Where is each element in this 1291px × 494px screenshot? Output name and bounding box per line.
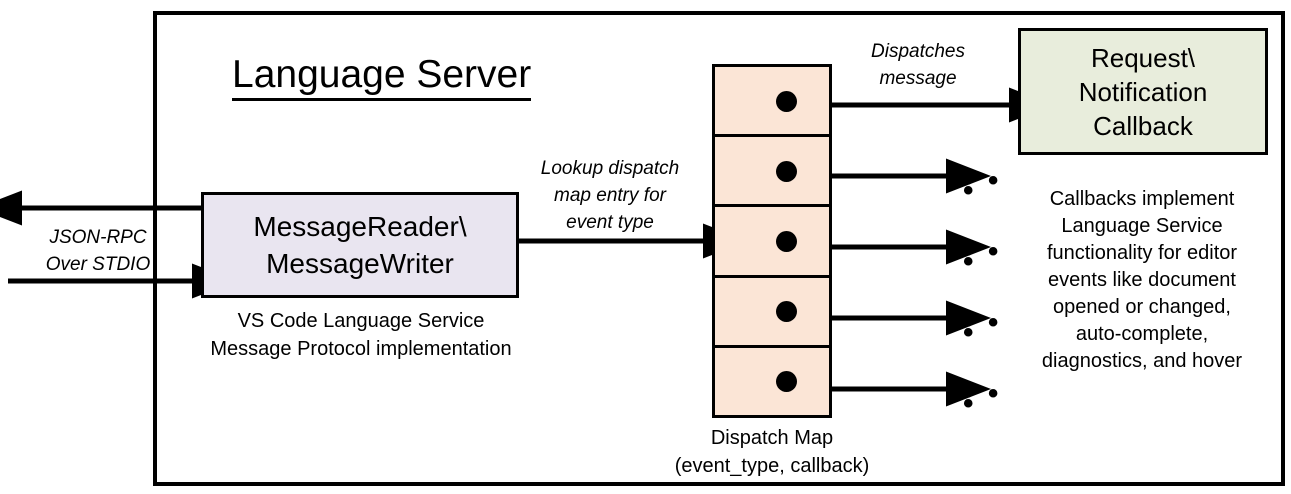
dispatch-map-caption-line-1: Dispatch Map xyxy=(710,427,834,449)
ellipsis-row-5: • • • xyxy=(963,377,1002,420)
page-title: Language Server xyxy=(232,52,652,101)
dispatches-label-line-2: message xyxy=(879,68,957,89)
dispatches-label-line-1: Dispatches xyxy=(871,41,965,62)
message-box-caption-line-1: VS Code Language Service xyxy=(237,310,485,332)
table-row[interactable] xyxy=(715,347,829,416)
message-reader-writer-box[interactable]: MessageReader\ MessageWriter xyxy=(201,192,519,298)
callback-caption-line-6: auto-complete, xyxy=(1075,323,1209,345)
lookup-label-line-3: event type xyxy=(566,212,654,233)
callback-dot-icon xyxy=(776,231,797,252)
lookup-dispatch-label: Lookup dispatch map entry for event type xyxy=(520,155,700,236)
ellipsis-row-3: • • • xyxy=(963,235,1002,278)
dispatches-message-label: Dispatches message xyxy=(838,38,998,92)
dispatch-map-caption-line-2: (event_type, callback) xyxy=(674,455,870,477)
lookup-label-line-1: Lookup dispatch xyxy=(540,158,680,179)
message-box-line-2: MessageWriter xyxy=(266,248,454,279)
table-row[interactable] xyxy=(715,67,829,138)
callback-dot-icon xyxy=(776,371,797,393)
callback-dot-icon xyxy=(776,160,797,182)
jsonrpc-label-line-2: Over STDIO xyxy=(45,254,151,275)
message-box-caption-line-2: Message Protocol implementation xyxy=(210,338,512,360)
callback-box-line-3: Callback xyxy=(1093,110,1193,141)
request-notification-callback-box[interactable]: Request\ Notification Callback xyxy=(1018,28,1268,155)
callback-caption-line-7: diagnostics, and hover xyxy=(1041,350,1243,372)
dispatch-map-table[interactable] xyxy=(712,64,832,418)
callback-caption-line-4: events like document xyxy=(1048,269,1236,291)
callback-box-line-2: Notification xyxy=(1078,76,1208,107)
callback-dot-icon xyxy=(776,301,797,323)
message-box-caption: VS Code Language Service Message Protoco… xyxy=(185,307,537,363)
callback-caption-line-2: Language Service xyxy=(1061,215,1223,237)
callback-caption-line-5: opened or changed, xyxy=(1053,296,1231,318)
lookup-label-line-2: map entry for xyxy=(554,185,666,206)
callback-dot-icon xyxy=(776,90,797,112)
table-row[interactable] xyxy=(715,207,829,278)
page-title-text: Language Server xyxy=(232,53,532,101)
callback-box-line-1: Request\ xyxy=(1090,42,1196,73)
jsonrpc-transport-label: JSON-RPC Over STDIO xyxy=(28,224,168,278)
callback-caption-line-3: functionality for editor xyxy=(1046,242,1238,264)
callback-box-caption: Callbacks implement Language Service fun… xyxy=(1006,186,1278,375)
message-box-line-1: MessageReader\ xyxy=(253,211,467,242)
jsonrpc-label-line-1: JSON-RPC xyxy=(49,227,147,248)
dispatch-map-caption: Dispatch Map (event_type, callback) xyxy=(640,424,904,480)
language-server-container xyxy=(153,11,1285,486)
callback-caption-line-1: Callbacks implement xyxy=(1049,188,1235,210)
ellipsis-row-4: • • • xyxy=(963,306,1002,349)
ellipsis-row-2: • • • xyxy=(963,164,1002,207)
table-row[interactable] xyxy=(715,277,829,348)
table-row[interactable] xyxy=(715,137,829,208)
